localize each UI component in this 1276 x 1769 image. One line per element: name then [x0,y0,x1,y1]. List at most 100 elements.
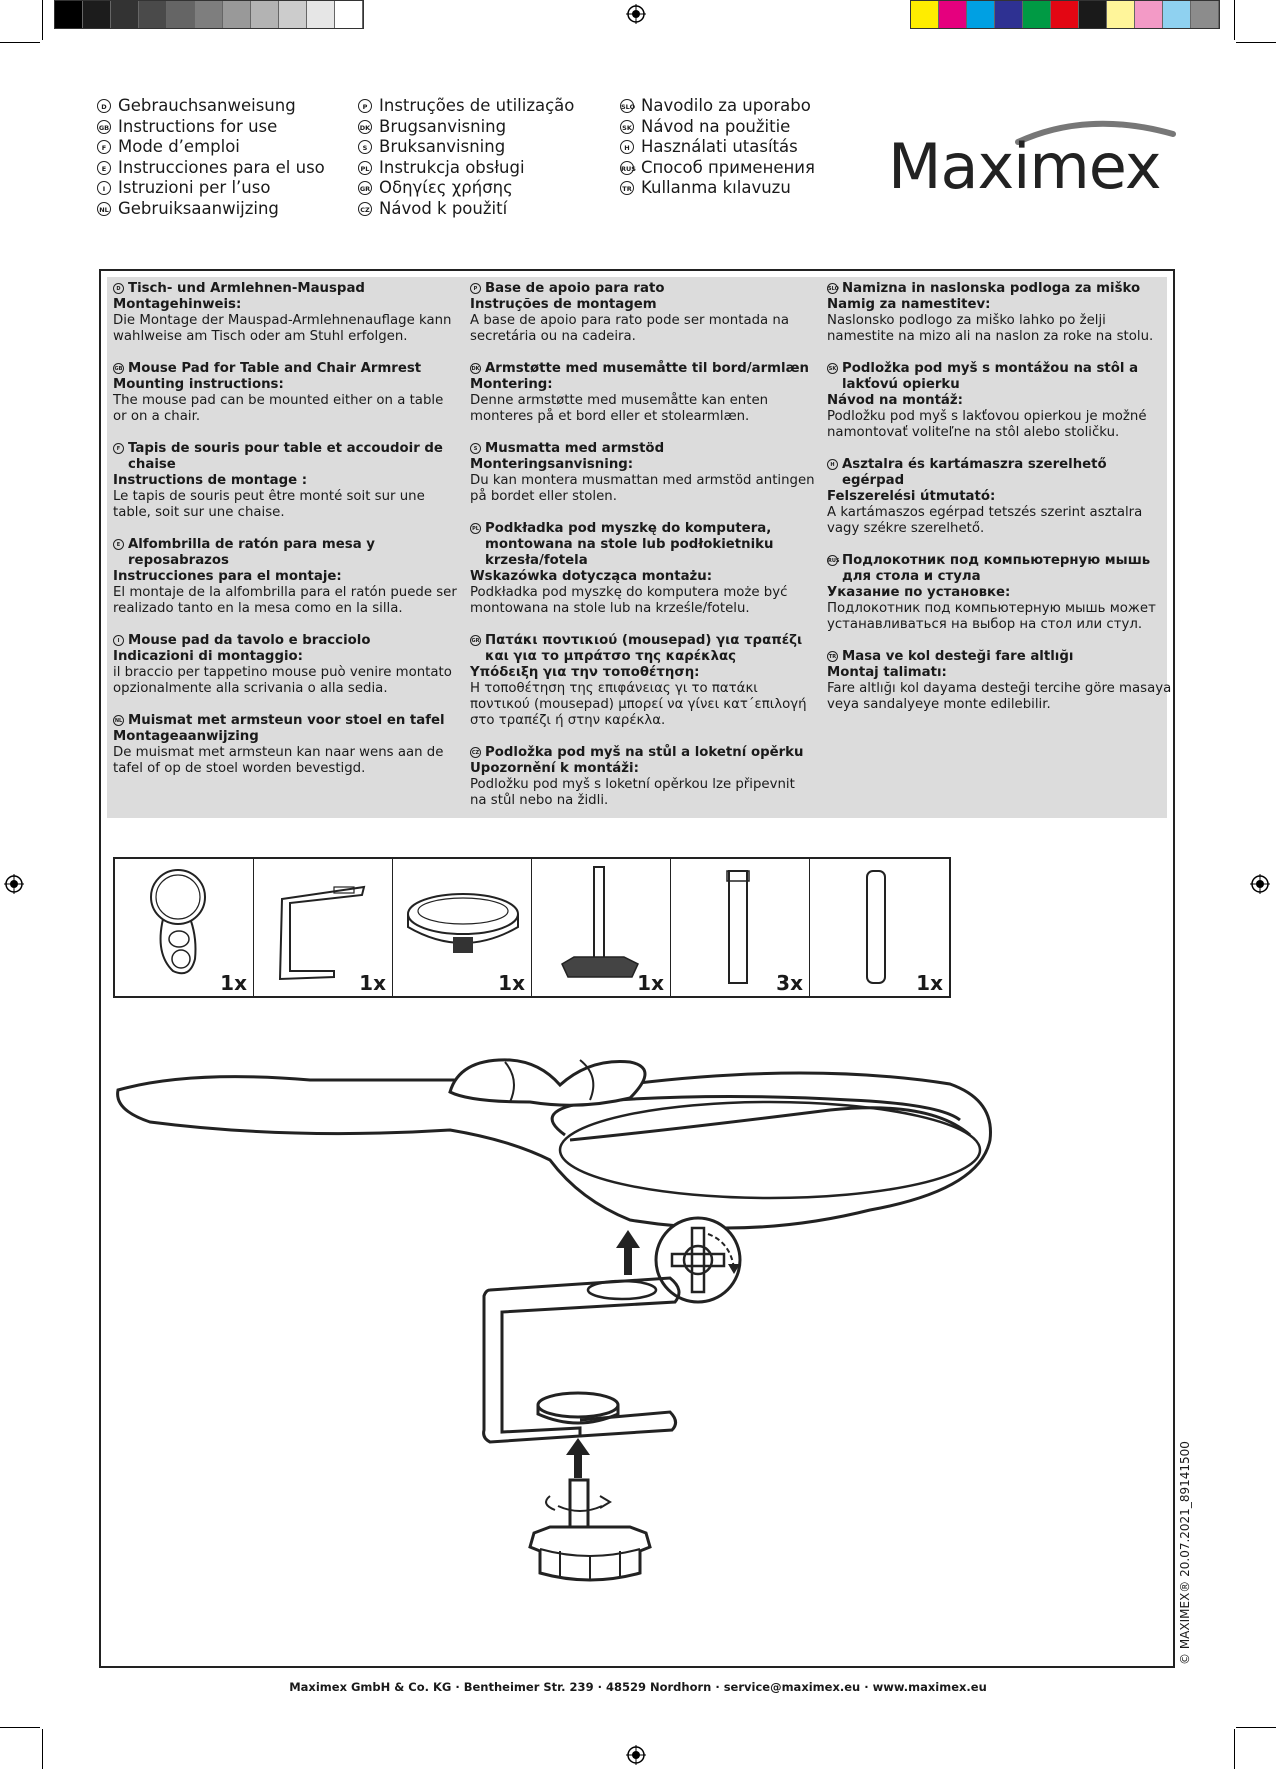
instruction-heading: Montagehinweis: [113,297,242,312]
language-code-badge: DK [470,363,481,374]
language-code-badge: GB [97,119,111,134]
instruction-text: il braccio per tappetino mouse può venir… [113,665,452,696]
instruction-heading: Monteringsanvisning: [470,457,634,472]
crop-mark [1234,0,1235,40]
language-label: Οδηγίες χρήσης [379,178,513,197]
language-code-badge: SK [827,363,838,374]
instruction-title-text: Podkładka pod myszkę do komputera, monto… [485,521,774,568]
instruction-block: DK Armstøtte med musemåtte til bord/armlæ… [470,361,815,425]
instruction-title-text: Armstøtte med musemåtte til bord/armlæn [485,361,809,376]
pivot-disc-icon [407,893,519,953]
crop-mark [1236,1727,1276,1728]
crop-mark [42,1729,43,1769]
color-calibration-bar [910,0,1220,29]
language-code-badge: SLO [620,99,635,114]
instruction-title-text: Namizna in naslonska podloga za miško [842,281,1141,296]
language-code-badge: P [358,99,372,114]
instruction-text: El montaje de la alfombrilla para el rat… [113,585,457,616]
rotate-detail-drawing [654,1216,742,1304]
calibration-swatch [1191,1,1219,28]
instruction-title: NL Muismat met armsteun voor stoel en taf… [113,713,458,729]
instruction-title-text: Masa ve kol desteği fare altlığı [842,649,1074,664]
instruction-heading: Υπόδειξη για την τοποθέτηση: [470,665,700,680]
instruction-text: Podkładka pod myszkę do komputera może b… [470,585,788,616]
language-code-badge: CZ [470,747,481,758]
language-label: Használati utasítás [641,137,798,156]
part-mouse-pad: 1x [115,859,254,996]
calibration-swatch [307,1,335,28]
instruction-title-text: Πατάκι ποντικιού (mousepad) για τραπέζι … [485,633,803,664]
language-code-badge: S [358,140,372,155]
language-code-badge: NL [113,715,124,726]
calibration-swatch [1023,1,1051,28]
calibration-swatch [335,1,363,28]
instruction-title-text: Tapis de souris pour table et accoudoir … [128,441,443,472]
part-quantity: 3x [776,971,803,995]
instruction-text: Podložku pod myš s lakťovou opierkou je … [827,409,1147,440]
logo-arc-icon [1015,120,1176,145]
calibration-swatch [1051,1,1079,28]
mouse-pad-arm-drawing [116,1058,992,1230]
instruction-heading: Montageaanwijzing [113,729,259,744]
language-label: Brugsanvisning [379,116,507,136]
instruction-title-text: Podložka pod myš s montážou na stôl a la… [842,361,1139,392]
language-label: Návod na použitie [641,116,791,136]
language-code-badge: GR [470,635,481,646]
part-quantity: 1x [359,971,386,995]
instruction-text: Du kan montera musmattan med armstöd ant… [470,473,815,504]
grey-calibration-bar [54,0,364,29]
part-quantity: 1x [637,971,664,995]
instruction-title-text: Подлокотник под компьютерную мышь для ст… [842,553,1151,584]
instruction-text: Le tapis de souris peut être monté soit … [113,489,425,520]
language-code-badge: NL [97,201,111,216]
language-code-badge: TR [827,651,838,662]
instruction-title-text: Asztalra és kartámaszra szerelhető egérp… [842,457,1107,488]
instruction-title: H Asztalra és kartámaszra szerelhető egér… [827,457,1172,489]
part-clamp-screw: 1x [532,859,671,996]
instruction-heading: Montaj talimatı: [827,665,947,680]
instruction-heading: Instructions de montage : [113,473,308,488]
language-code-badge: F [97,140,111,155]
language-code-badge: SLO [827,283,839,294]
logo-wordmark: Maximex [888,130,1162,203]
language-code-badge: RUS [827,555,840,566]
instruction-block: NL Muismat met armsteun voor stoel en taf… [113,713,458,777]
part-quantity: 1x [498,971,525,995]
part-strap: 3x [671,859,810,996]
instruction-title-text: Alfombrilla de ratón para mesa y reposab… [128,537,375,568]
pivot-disc-drawing [536,1391,620,1425]
instruction-block: H Asztalra és kartámaszra szerelhető egér… [827,457,1172,537]
parts-list: 1x 1x 1x 1x 3x 1x [113,857,951,998]
calibration-swatch [279,1,307,28]
language-code-badge: H [827,459,838,470]
pad-strip-icon [866,870,886,984]
language-label: Instrucciones para el uso [118,157,325,177]
instruction-heading: Instrucciones para el montaje: [113,569,342,584]
calibration-swatch [139,1,167,28]
instruction-title-text: Muismat met armsteun voor stoel en tafel [128,713,445,728]
language-code-badge: E [97,160,111,175]
